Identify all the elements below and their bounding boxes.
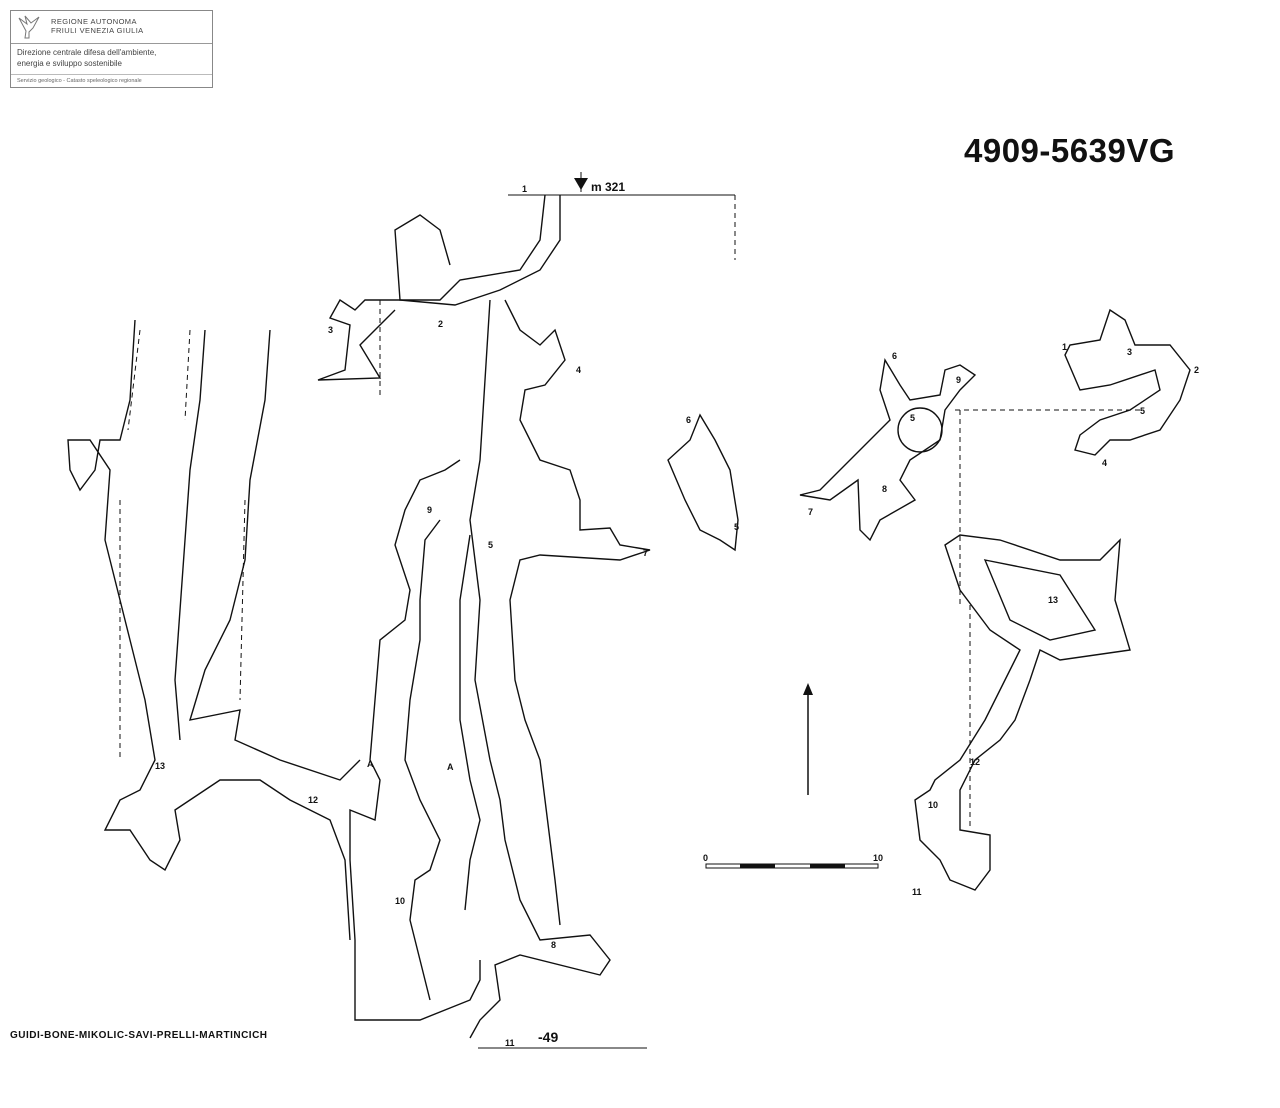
survey-label: 12 (970, 757, 980, 767)
survey-label: 10 (395, 896, 405, 906)
survey-label: A (447, 762, 454, 772)
region-name-line1: REGIONE AUTONOMA (51, 17, 137, 26)
survey-label: 2 (1194, 365, 1199, 375)
survey-label: 5 (488, 540, 493, 550)
plan-labels: 1 2 3 4 5 5 6 7 8 9 10 11 12 13 (808, 342, 1199, 897)
survey-label: A (367, 759, 374, 769)
survey-label: 3 (328, 325, 333, 335)
survey-label: 6 (892, 351, 897, 361)
scale-start: 0 (703, 853, 708, 863)
survey-label: 7 (643, 548, 648, 558)
survey-label: 13 (1048, 595, 1058, 605)
section-labels: 1 2 3 4 5 6 7 8 9 10 11 12 13 A A 5 m 32… (155, 172, 739, 1048)
service-name: Servizio geologico - Catasto speleologic… (17, 78, 142, 84)
cave-code-title: 4909-5639VG (964, 132, 1175, 169)
survey-label: 11 (912, 887, 922, 897)
survey-label: 4 (576, 365, 581, 375)
survey-label: 12 (308, 795, 318, 805)
survey-label: 5 (910, 413, 915, 423)
entrance-altitude: m 321 (591, 180, 625, 194)
survey-label: 3 (1127, 347, 1132, 357)
survey-label: 7 (808, 507, 813, 517)
cave-plan (799, 308, 1191, 891)
north-arrow-icon (803, 683, 813, 695)
survey-label: 2 (438, 319, 443, 329)
survey-label: 6 (686, 415, 691, 425)
survey-label: 11 (505, 1038, 515, 1048)
scale-bar: 0 10 (703, 853, 883, 869)
eagle-emblem-icon (18, 15, 40, 39)
direction-line2: energia e sviluppo sostenibile (17, 59, 122, 68)
survey-label: 5 (1140, 406, 1145, 416)
scale-end: 10 (873, 853, 883, 863)
direction-line1: Direzione centrale difesa dell'ambiente, (17, 48, 157, 57)
survey-label: 1 (522, 184, 527, 194)
survey-label: 8 (882, 484, 887, 494)
survey-label: 8 (551, 940, 556, 950)
survey-label: 13 (155, 761, 165, 771)
survey-label: 9 (427, 505, 432, 515)
cave-section (67, 194, 739, 1049)
survey-label: 1 (1062, 342, 1067, 352)
survey-label: 4 (1102, 458, 1107, 468)
max-depth: -49 (538, 1029, 558, 1045)
survey-label: 10 (928, 800, 938, 810)
authors-credit: GUIDI-BONE-MIKOLIC-SAVI-PRELLI-MARTINCIC… (10, 1030, 268, 1041)
survey-label: 5 (734, 522, 739, 532)
survey-label: 9 (956, 375, 961, 385)
region-name-line2: FRIULI VENEZIA GIULIA (51, 26, 144, 35)
